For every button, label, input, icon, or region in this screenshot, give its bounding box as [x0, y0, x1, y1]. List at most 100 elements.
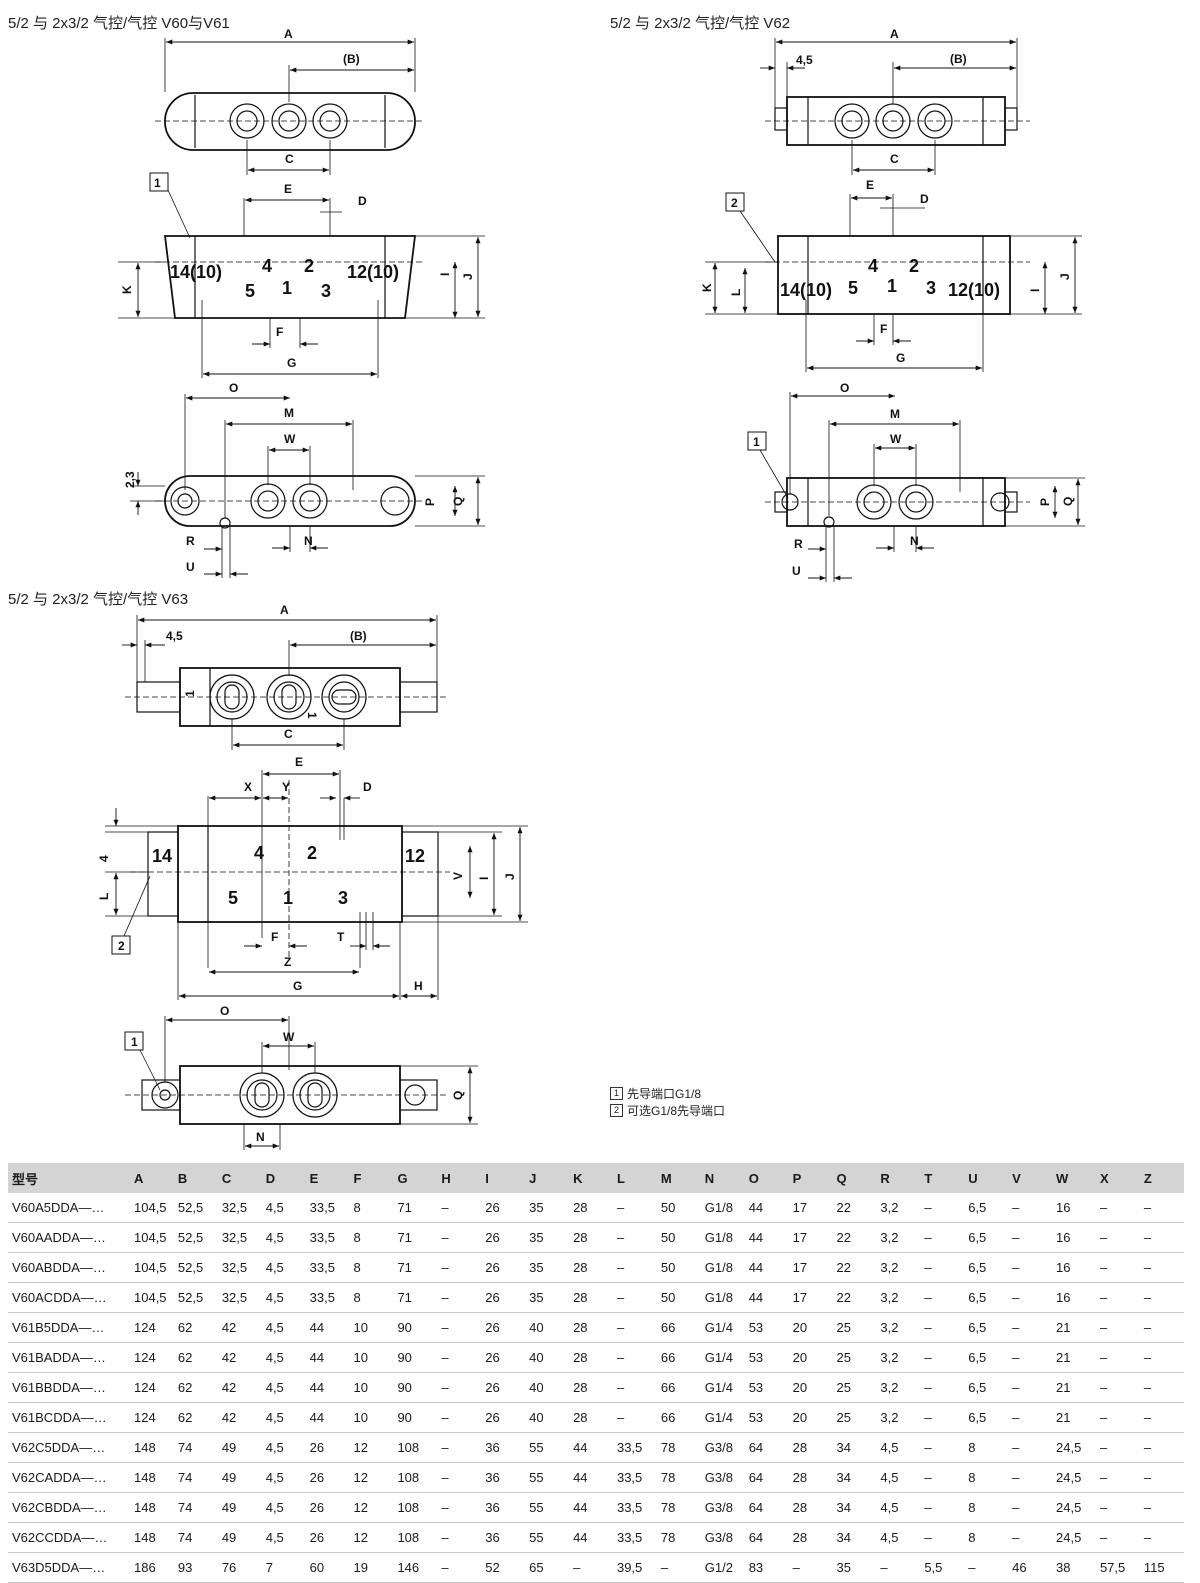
table-cell: 3,2 — [876, 1252, 921, 1283]
dim-f: F — [271, 930, 278, 944]
table-cell: – — [1139, 1252, 1184, 1283]
model-cell: V62C5DDA—… — [8, 1432, 130, 1463]
column-header: J — [525, 1163, 570, 1193]
table-cell: 44 — [744, 1193, 789, 1223]
column-header: D — [261, 1163, 306, 1193]
table-cell: 22 — [832, 1222, 877, 1253]
table-cell: 20 — [788, 1372, 833, 1403]
table-cell: – — [612, 1342, 657, 1373]
table-cell: 55 — [525, 1492, 570, 1523]
table-cell: 33,5 — [305, 1222, 350, 1253]
legend-number: 1 — [610, 1087, 623, 1100]
dim-j: J — [503, 873, 517, 880]
table-cell: 52,5 — [173, 1222, 218, 1253]
table-cell: G1/4 — [700, 1312, 745, 1343]
table-cell: 40 — [525, 1342, 570, 1373]
table-cell: 3,2 — [876, 1312, 921, 1343]
table-cell: 34 — [832, 1432, 877, 1463]
table-cell: – — [1008, 1193, 1053, 1223]
table-cell: 6,5 — [964, 1312, 1009, 1343]
dim-u: U — [186, 560, 195, 574]
table-cell: 53 — [744, 1342, 789, 1373]
table-cell: – — [1139, 1282, 1184, 1313]
table-cell: – — [1008, 1252, 1053, 1283]
table-cell: 148 — [130, 1522, 174, 1553]
title-v60-v61: 5/2 与 2x3/2 气控/气控 V60与V61 — [8, 15, 230, 32]
table-cell: G1/4 — [700, 1342, 745, 1373]
table-cell: – — [1095, 1252, 1140, 1283]
column-header: Z — [1139, 1163, 1184, 1193]
table-cell: 57,5 — [1095, 1552, 1140, 1583]
table-cell: 4,5 — [876, 1522, 921, 1553]
dim-b: (B) — [950, 52, 967, 66]
table-cell: 36 — [481, 1522, 526, 1553]
table-cell: 4,5 — [261, 1312, 306, 1343]
table-cell: 52,5 — [173, 1193, 218, 1223]
table-cell: 7 — [261, 1552, 306, 1583]
port-4: 4 — [868, 256, 878, 276]
dim-u: U — [792, 564, 801, 578]
table-cell: – — [1095, 1522, 1140, 1553]
table-cell: 26 — [481, 1312, 526, 1343]
model-cell: V61BBDDA—… — [8, 1372, 130, 1403]
table-cell: 12 — [349, 1432, 394, 1463]
table-cell: – — [920, 1492, 965, 1523]
table-cell: 25 — [832, 1402, 877, 1433]
table-cell: 40 — [525, 1312, 570, 1343]
table-cell: – — [920, 1222, 965, 1253]
table-cell: – — [612, 1252, 657, 1283]
table-cell: 71 — [393, 1282, 438, 1313]
table-cell: – — [437, 1252, 482, 1283]
table-cell: 10 — [349, 1402, 394, 1433]
table-cell: – — [1139, 1432, 1184, 1463]
table-cell: 26 — [481, 1252, 526, 1283]
callout-1: 1 — [753, 435, 760, 449]
v63-bottom-view — [124, 1016, 478, 1150]
dim-f: F — [880, 322, 887, 336]
table-cell: – — [612, 1372, 657, 1403]
table-cell: 16 — [1052, 1222, 1096, 1253]
table-cell: 44 — [744, 1252, 789, 1283]
table-cell: 44 — [569, 1462, 613, 1493]
table-cell: 148 — [130, 1462, 174, 1493]
legend: 1 先导端口G1/8 2 可选G1/8先导端口 — [610, 1085, 725, 1119]
table-cell: 8 — [964, 1462, 1009, 1493]
port-14-10: 14(10) — [170, 262, 222, 282]
table-cell: – — [1095, 1222, 1140, 1253]
table-cell: 26 — [481, 1342, 526, 1373]
table-cell: 148 — [130, 1492, 174, 1523]
column-header: H — [437, 1163, 482, 1193]
model-cell: V60A5DDA—… — [8, 1193, 130, 1223]
port-1: 1 — [282, 278, 292, 298]
table-cell: 44 — [305, 1342, 350, 1373]
table-cell: 93 — [173, 1552, 218, 1583]
dim-i: I — [477, 877, 491, 880]
table-cell: 26 — [305, 1432, 350, 1463]
port-4: 4 — [254, 843, 264, 863]
model-cell: V61BADDA—… — [8, 1342, 130, 1373]
table-cell: 12 — [349, 1462, 394, 1493]
table-cell: – — [1008, 1222, 1053, 1253]
table-cell: 3,2 — [876, 1342, 921, 1373]
table-cell: 42 — [217, 1312, 262, 1343]
table-cell: 53 — [744, 1402, 789, 1433]
table-cell: G3/8 — [700, 1492, 745, 1523]
table-cell: – — [612, 1193, 657, 1223]
table-cell: 8 — [349, 1282, 394, 1313]
table-cell: 26 — [481, 1193, 526, 1223]
table-cell: G1/4 — [700, 1402, 745, 1433]
table-cell: – — [437, 1312, 482, 1343]
table-cell: 39,5 — [612, 1552, 657, 1583]
table-cell: 28 — [569, 1282, 613, 1313]
table-cell: 124 — [130, 1372, 174, 1403]
v60-top-view — [155, 38, 425, 175]
table-cell: 8 — [964, 1492, 1009, 1523]
table-cell: 3,2 — [876, 1193, 921, 1223]
